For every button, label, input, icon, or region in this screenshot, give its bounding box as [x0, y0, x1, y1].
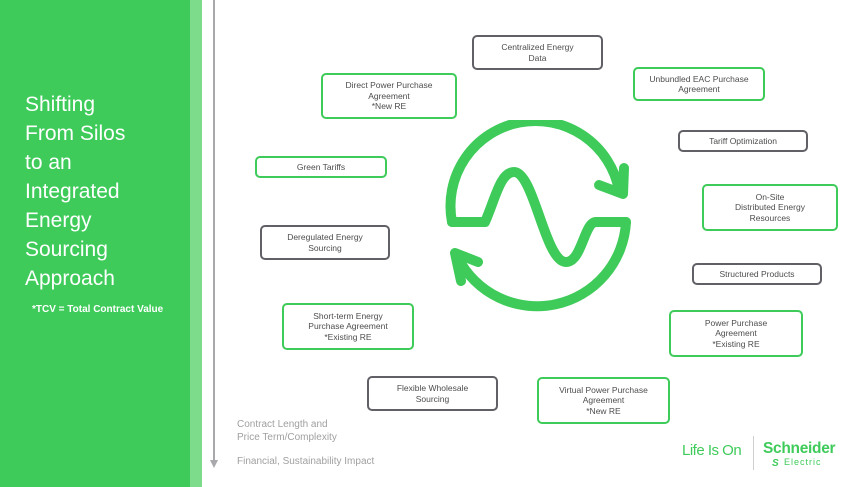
sine-wave: [447, 167, 631, 267]
box-text: Structured Products: [719, 268, 795, 279]
box-text: Sourcing: [308, 242, 342, 253]
box-text: On-Site: [755, 191, 785, 202]
title-line: Sourcing: [25, 238, 108, 261]
box-text: *Existing RE: [712, 338, 760, 349]
box-green-tariffs: Green Tariffs: [255, 156, 387, 178]
title-line: Shifting: [25, 93, 96, 116]
box-text: Tariff Optimization: [709, 135, 777, 146]
axis-label-line: Price Term/Complexity: [237, 432, 337, 443]
axis-arrow-line: [213, 0, 215, 462]
box-tariff-optimization: Tariff Optimization: [678, 130, 808, 152]
box-text: *New RE: [586, 405, 621, 416]
title-line: Integrated: [25, 180, 120, 203]
box-text: Short-term Energy: [313, 310, 383, 321]
slide-title: Shifting From Silos to an Integrated Ene…: [25, 90, 185, 293]
box-text: Resources: [749, 212, 791, 223]
axis-label-line: Contract Length and: [237, 419, 328, 430]
tcv-note: *TCV = Total Contract Value: [32, 304, 164, 315]
box-text: Agreement: [715, 328, 757, 339]
box-text: Agreement: [582, 395, 625, 406]
box-text: Flexible Wholesale: [396, 383, 469, 393]
sidebar-panel: [0, 0, 190, 487]
title-line: Energy: [25, 209, 92, 232]
box-text: Green Tariffs: [296, 161, 346, 172]
box-text: Sourcing: [415, 393, 450, 404]
title-line: to an: [25, 151, 72, 174]
impact-label: Financial, Sustainability Impact: [237, 456, 375, 467]
axis-label: Contract Length and Price Term/Complexit…: [237, 418, 337, 444]
box-text: Agreement: [368, 90, 410, 101]
schneider-logo-icon: S: [772, 458, 779, 469]
title-line: From Silos: [25, 122, 126, 145]
box-text: Agreement: [678, 84, 720, 94]
box-text: Unbundled EAC Purchase: [649, 73, 749, 84]
box-text: Centralized Energy: [501, 42, 574, 52]
box-text: Direct Power Purchase: [345, 80, 433, 91]
box-text: Distributed Energy: [735, 202, 805, 213]
upper-arc: [445, 120, 624, 227]
sidebar-accent-stripe: [190, 0, 202, 487]
box-text: Data: [528, 52, 547, 63]
box-text: Power Purchase: [704, 317, 768, 328]
axis-arrow-head-icon: [210, 460, 218, 468]
box-text: Virtual Power Purchase: [559, 384, 648, 395]
box-text: Deregulated Energy: [287, 232, 363, 242]
box-text: Purchase Agreement: [308, 321, 388, 332]
brand-name: Schneider: [763, 440, 836, 457]
lower-arrowhead: [450, 248, 483, 286]
box-text: *New RE: [371, 101, 407, 112]
box-structured-products: Structured Products: [692, 263, 822, 285]
box-text: *Existing RE: [324, 331, 372, 342]
logo-separator: [753, 436, 754, 470]
upper-arrowhead: [594, 163, 629, 199]
title-line: Approach: [25, 267, 115, 290]
life-is-on-tagline: Life Is On: [682, 442, 742, 459]
brand-subname: Electric: [784, 457, 822, 467]
cycle-sine-wave-icon: [445, 120, 631, 312]
lower-arc: [453, 217, 631, 312]
